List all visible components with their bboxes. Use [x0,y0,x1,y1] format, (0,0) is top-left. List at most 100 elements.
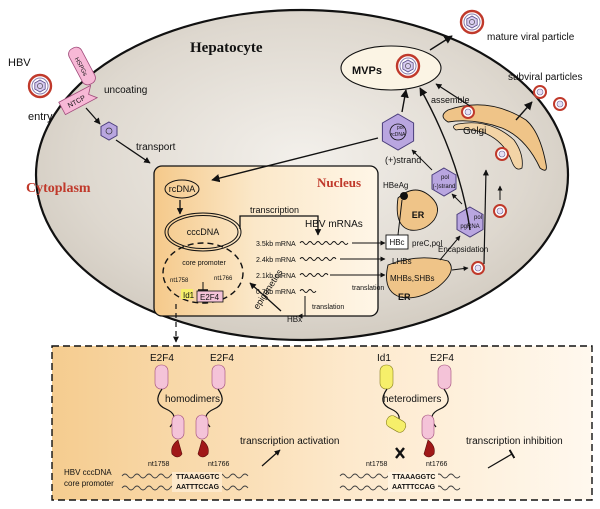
hbeag-label: HBeAg [383,181,408,190]
nt1766-left: nt1766 [208,461,230,468]
svg-text:Golgi: Golgi [463,126,486,137]
cccdna: cccDNA [164,212,242,252]
svg-text:MVPs: MVPs [352,65,382,77]
id1-small-label: Id1 [183,291,195,300]
hbeag-link [397,199,403,236]
core-promoter-region: core promoter nt1758 nt1766 [162,242,244,304]
subviral-golgi-1 [461,105,475,119]
er-to-golgi-arrow [482,169,489,265]
subviral-golgi-2 [495,147,509,161]
lhbs-label: LHBs [392,257,412,266]
seq-bot-right: AATTTCCAG [392,484,436,491]
e2f4-homodimer [154,364,226,458]
mrna-21-label: 2.1kb mRNA [256,273,296,280]
nt1758-right: nt1758 [366,461,388,468]
er-upper: ER [396,189,438,231]
hbv-cccdna-label: HBV cccDNA [64,468,112,477]
mrna-07-label: 0.7kb mRNA [256,289,296,296]
capsid-uncoating [100,121,118,141]
plus-strand-label: (+)strand [385,155,421,165]
homodimers-label: homodimers [165,394,220,405]
entry-label: entry [28,111,53,123]
svg-text:(-)strand: (-)strand [433,184,456,190]
e2f4-small [196,290,224,303]
subviral-particles-label: subviral particles [508,72,582,83]
inhibition-bar-arrow [487,449,516,469]
uncoating-arrow [85,107,101,125]
seq-bot-left: AATTTCCAG [176,484,220,491]
mrna-24-label: 2.4kb mRNA [256,257,296,264]
hbc-label: HBc [389,238,404,247]
left-e2f4-b-label: E2F4 [210,353,234,364]
mature-viral-particle [459,9,485,35]
hbx-label: HBx [287,315,302,324]
transcription-label: transcription [250,205,299,215]
transcription-arrow [239,215,322,236]
transport-label: transport [136,142,176,153]
svg-text:pol: pol [441,175,449,181]
encapsidation-label: Encapsidation [438,245,488,254]
mechanism-panel [51,345,593,501]
right-id1-label: Id1 [377,353,391,364]
subviral-er [471,261,485,275]
svg-text:cccDNA: cccDNA [187,227,220,237]
dna-left [121,472,249,492]
svg-text:nt1766: nt1766 [214,276,233,282]
encapsidation-arrow [439,235,461,261]
er-to-mvp-arrow [419,87,471,231]
nt1758-left: nt1758 [148,461,170,468]
hbc-box [385,234,409,250]
activation-arrow [261,449,281,467]
rcdna-nucleus: rcDNA [164,179,200,199]
heterodimers-label: heterodimers [383,394,441,405]
ntcp-receptor: NTCP [58,84,99,116]
transcription-inhibition-label: transcription inhibition [466,436,563,447]
capsid-to-mvp-arrow [400,89,409,113]
hspg-receptor: HSPGs [68,46,96,86]
minus-strand-capsid: pol (-)strand [431,167,457,197]
subviral-exit-arrow [515,101,533,121]
mrna-35-label: 3.5kb mRNA [256,241,296,248]
e2f4-small-label: E2F4 [200,293,220,302]
epigenetics-arrow [249,282,282,312]
nt1766-right: nt1766 [426,461,448,468]
assemble-arrow [435,83,471,107]
core-promoter-bottom-label: core promoter [64,479,114,488]
cytoplasm-label: Cytoplasm [26,181,91,196]
golgi: Golgi [442,104,547,171]
mvps: MVPs [340,45,442,91]
plus-strand-capsid: pol rcDNA [381,113,415,151]
mature-viral-particle-label: mature viral particle [487,32,575,43]
svg-text:ER: ER [398,292,411,302]
left-e2f4-a-label: E2F4 [150,353,174,364]
hbv-label: HBV [8,57,31,69]
recycling-arrow [211,137,379,183]
er-to-subviral-arrow [451,266,469,272]
translation-label-2: translation [352,285,384,292]
mrna-list: 3.5kb mRNA 2.4kb mRNA 2.1kb mRNA 0.7kb m… [256,241,349,296]
id1-small [181,289,193,299]
er-lower: LHBs MHBs,SHBs ER [386,257,452,302]
hbv-virion-entry [27,73,53,99]
uncoating-label: uncoating [104,85,147,96]
hbx-translation-arrow [297,296,306,319]
hbeag-dot [400,192,408,200]
assemble-label: assemble [431,95,470,105]
svg-text:rcDNA: rcDNA [169,184,196,194]
svg-text:pol: pol [474,215,482,221]
seq-top-left: TTAAAGGTC [176,474,219,481]
minus-to-plus-arrow [411,149,433,171]
pgrna-to-minus-arrow [451,193,463,205]
svg-text:ER: ER [412,210,425,220]
svg-text:pol: pol [397,125,404,131]
transcription-activation-label: transcription activation [240,436,340,447]
nucleus-label: Nucleus [317,175,361,190]
id1-e2f4-heterodimer [379,364,452,459]
svg-text:nt1758: nt1758 [170,278,189,284]
svg-text:core promoter: core promoter [182,260,226,267]
dna-right [339,472,461,492]
prec-pol-label: preC,pol [412,239,442,248]
hbv-mrnas-label: HBV mRNAs [305,219,363,230]
transport-arrow [115,139,151,164]
